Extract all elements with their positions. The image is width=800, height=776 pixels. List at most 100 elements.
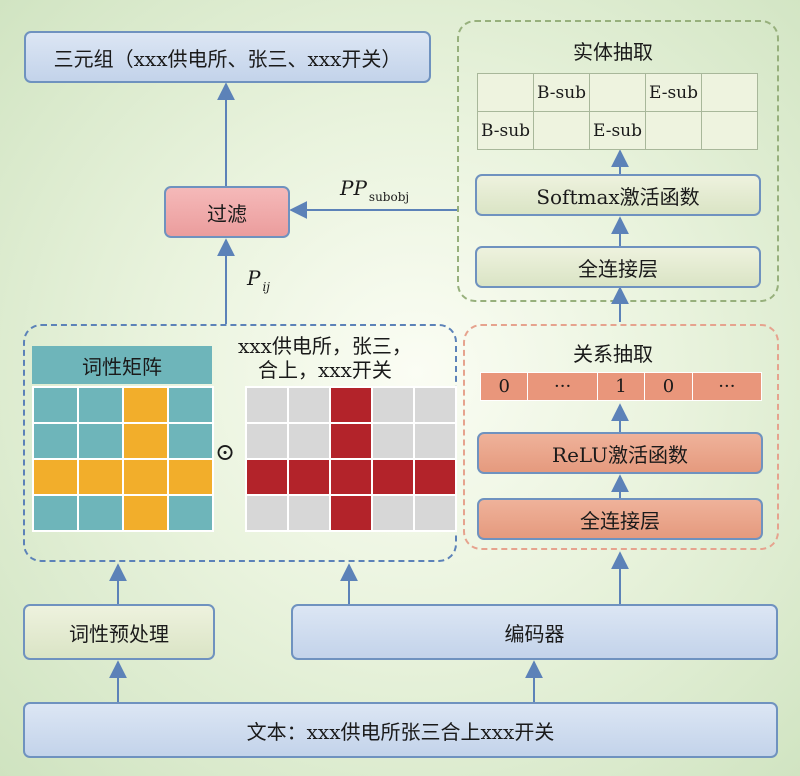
mask-matrix-cell-grey — [413, 386, 457, 424]
pos-matrix-row — [32, 386, 214, 424]
mask-matrix-row — [245, 458, 457, 496]
relation-vector-cell: ··· — [527, 372, 598, 401]
pos-matrix-cell-gold — [167, 458, 214, 496]
pos-matrix-cell-gold — [77, 458, 124, 496]
relu-box: ReLU激活函数 — [477, 432, 763, 474]
entity-grid-cell — [701, 73, 758, 112]
relation-extraction-group — [463, 324, 779, 550]
pos-matrix-cell-teal — [167, 494, 214, 532]
mask-matrix-cell-grey — [287, 422, 331, 460]
text-input-box: 文本：xxx供电所张三合上xxx开关 — [23, 702, 778, 758]
pos-matrix-cell-teal — [167, 386, 214, 424]
mask-matrix-cell-red — [371, 458, 415, 496]
relation-vector-cell: 0 — [644, 372, 693, 401]
pos-matrix-row — [32, 494, 214, 532]
relu-label: ReLU激活函数 — [552, 442, 688, 467]
pos-matrix-header: 词性矩阵 — [32, 346, 212, 384]
entity-grid-cell: B-sub — [533, 73, 590, 112]
entity-grid-cell — [589, 73, 646, 112]
sentence-line-2: 合上，xxx开关 — [258, 358, 392, 382]
relation-vector-cell: ··· — [691, 372, 763, 401]
pos-matrix-cell-teal — [77, 422, 124, 460]
sentence-label: xxx供电所，张三， 合上，xxx开关 — [238, 334, 412, 382]
triple-box: 三元组（xxx供电所、张三、xxx开关） — [24, 31, 431, 83]
sentence-line-1: xxx供电所，张三， — [238, 334, 412, 358]
entity-grid-cell: E-sub — [645, 73, 702, 112]
mask-matrix-cell-grey — [413, 422, 457, 460]
pos-matrix-cell-teal — [32, 386, 79, 424]
mask-matrix-cell-grey — [245, 386, 289, 424]
mask-matrix-row — [245, 386, 457, 424]
mask-matrix-cell-grey — [371, 386, 415, 424]
softmax-label: Softmax激活函数 — [536, 184, 700, 209]
p-sub: ij — [262, 280, 271, 294]
entity-grid-cell — [701, 111, 758, 150]
entity-grid-cell — [533, 111, 590, 150]
pos-matrix-title: 词性矩阵 — [82, 354, 162, 379]
entity-grid-row: B-sub E-sub — [477, 111, 758, 150]
pos-matrix-cell-teal — [32, 422, 79, 460]
pp-main: PP — [340, 176, 367, 200]
encoder-box: 编码器 — [291, 604, 778, 660]
filter-label: 过滤 — [207, 201, 247, 226]
p-main: P — [247, 266, 261, 290]
mask-matrix-cell-red — [329, 422, 373, 460]
mask-matrix-cell-red — [287, 458, 331, 496]
pos-matrix-cell-gold — [122, 386, 169, 424]
relation-vector-cell: 1 — [596, 372, 646, 401]
pos-matrix-cell-gold — [122, 494, 169, 532]
entity-extraction-title: 实体抽取 — [573, 40, 653, 64]
mask-matrix-cell-grey — [413, 494, 457, 532]
pos-mask-group — [23, 324, 457, 562]
mask-matrix-cell-grey — [245, 422, 289, 460]
pos-matrix-row — [32, 458, 214, 496]
pos-matrix-cell-teal — [167, 422, 214, 460]
mask-matrix-cell-grey — [245, 494, 289, 532]
pos-matrix-cell-gold — [122, 422, 169, 460]
entity-grid-cell: E-sub — [589, 111, 646, 150]
pos-matrix-cell-gold — [32, 458, 79, 496]
mask-matrix-cell-red — [329, 386, 373, 424]
relation-extraction-title: 关系抽取 — [573, 342, 653, 366]
entity-grid-row: B-sub E-sub — [477, 73, 758, 112]
pos-matrix-row — [32, 422, 214, 460]
text-input-label: 文本：xxx供电所张三合上xxx开关 — [246, 719, 555, 744]
relation-fc-box: 全连接层 — [477, 498, 763, 540]
entity-fc-label: 全连接层 — [578, 256, 658, 281]
pos-matrix — [32, 386, 214, 532]
pos-matrix-cell-teal — [77, 386, 124, 424]
entity-grid-cell: B-sub — [477, 111, 534, 150]
mask-matrix-cell-grey — [371, 422, 415, 460]
encoder-label: 编码器 — [504, 621, 565, 646]
entity-grid-cell — [645, 111, 702, 150]
mask-matrix-cell-red — [413, 458, 457, 496]
filter-box: 过滤 — [164, 186, 290, 238]
mask-matrix-cell-red — [329, 458, 373, 496]
pos-preprocess-box: 词性预处理 — [23, 604, 215, 660]
triple-label: 三元组（xxx供电所、张三、xxx开关） — [53, 46, 402, 71]
pos-matrix-cell-teal — [77, 494, 124, 532]
softmax-box: Softmax激活函数 — [475, 174, 761, 216]
mask-matrix — [245, 386, 457, 532]
pos-matrix-cell-teal — [32, 494, 79, 532]
relation-fc-label: 全连接层 — [580, 508, 660, 533]
mask-matrix-cell-grey — [371, 494, 415, 532]
mask-matrix-cell-grey — [287, 386, 331, 424]
entity-grid-cell — [477, 73, 534, 112]
pos-preprocess-label: 词性预处理 — [69, 621, 169, 646]
pos-matrix-cell-gold — [122, 458, 169, 496]
pp-sub: subobj — [368, 190, 410, 204]
entity-fc-box: 全连接层 — [475, 246, 761, 288]
mask-matrix-cell-grey — [287, 494, 331, 532]
mask-matrix-cell-red — [245, 458, 289, 496]
mask-matrix-row — [245, 422, 457, 460]
mask-matrix-cell-red — [329, 494, 373, 532]
relation-vector-cell: 0 — [479, 372, 529, 401]
mask-matrix-row — [245, 494, 457, 532]
hadamard-operator: ⊙ — [215, 438, 236, 466]
